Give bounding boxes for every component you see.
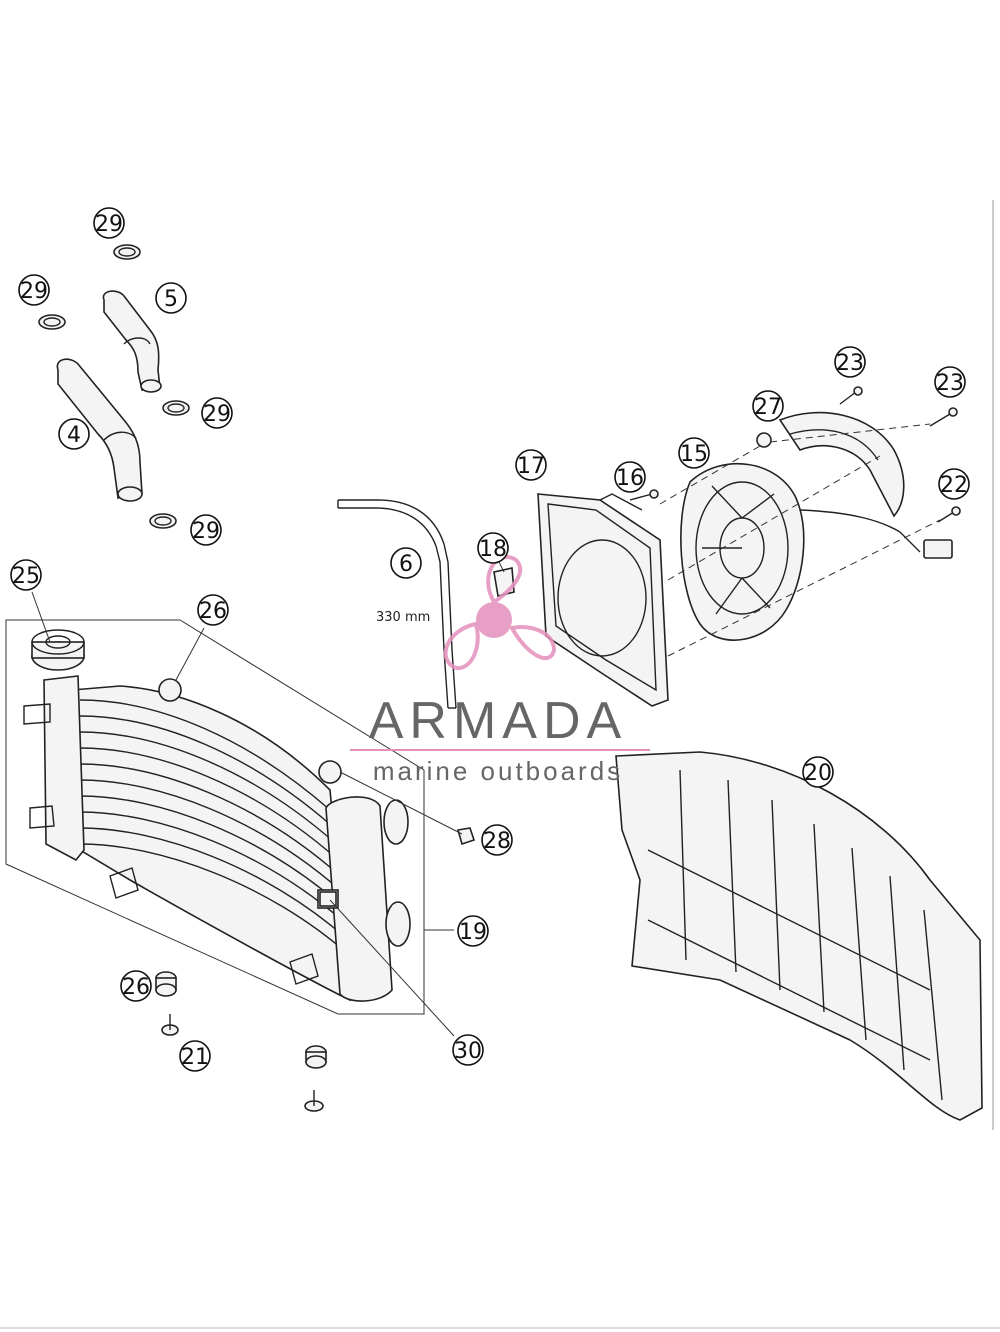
hose-clamp-3 bbox=[162, 400, 190, 416]
callout-21-label: 21 bbox=[181, 1045, 209, 1070]
hose-clamp-4 bbox=[149, 513, 177, 529]
callout-18-label: 18 bbox=[479, 537, 507, 562]
radiator-core bbox=[71, 685, 351, 1002]
callout-22-label: 22 bbox=[940, 473, 968, 498]
assembly-guide-lines bbox=[659, 423, 941, 657]
callout-25-label: 25 bbox=[12, 564, 40, 589]
overflow-hose-part-6 bbox=[337, 499, 457, 709]
bolt-part-21 bbox=[161, 1014, 179, 1036]
armada-logo-icon bbox=[443, 555, 557, 671]
callout-19: 19 bbox=[457, 915, 489, 947]
callout-15: 15 bbox=[678, 437, 710, 469]
fan-wiring-harness bbox=[799, 509, 953, 559]
clip-part-18 bbox=[493, 567, 515, 597]
radiator-left-tank bbox=[23, 675, 85, 862]
fan-cover-part-27 bbox=[756, 411, 905, 518]
callout-28: 28 bbox=[481, 824, 513, 856]
callout-26: 26 bbox=[197, 594, 229, 626]
callout-23: 23 bbox=[834, 346, 866, 378]
callout-29: 29 bbox=[201, 397, 233, 429]
callout-28-label: 28 bbox=[483, 829, 511, 854]
hose-clamp-1 bbox=[113, 244, 141, 260]
screw-part-22 bbox=[937, 506, 961, 523]
watermark-tagline: marine outboards bbox=[373, 756, 623, 786]
callout-20-label: 20 bbox=[804, 761, 832, 786]
callout-16: 16 bbox=[614, 461, 646, 493]
callout-20: 20 bbox=[802, 756, 834, 788]
callout-22: 22 bbox=[938, 468, 970, 500]
callout-29: 29 bbox=[190, 514, 222, 546]
callout-29-label: 29 bbox=[20, 279, 48, 304]
cooling-fan-part-15 bbox=[680, 462, 805, 641]
callout-27: 27 bbox=[752, 390, 784, 422]
callout-5: 5 bbox=[155, 282, 187, 314]
callout-17: 17 bbox=[515, 449, 547, 481]
screw-part-23a bbox=[839, 386, 863, 405]
callout-19-label: 19 bbox=[459, 920, 487, 945]
callout-6: 6 bbox=[390, 547, 422, 579]
callout-15-label: 15 bbox=[680, 442, 708, 467]
fan-shroud-part-17 bbox=[537, 493, 669, 707]
callout-29-label: 29 bbox=[203, 402, 231, 427]
hose-clamp-2 bbox=[38, 314, 66, 330]
screw-part-16 bbox=[629, 489, 659, 501]
callout-23-label: 23 bbox=[836, 351, 864, 376]
callout-17-label: 17 bbox=[517, 454, 545, 479]
callout-27-label: 27 bbox=[754, 395, 782, 420]
callout-21: 21 bbox=[179, 1040, 211, 1072]
callout-5-label: 5 bbox=[164, 287, 178, 312]
radiator-mount-bosses bbox=[109, 678, 342, 985]
callout-23-label: 23 bbox=[936, 371, 964, 396]
callout-26: 26 bbox=[120, 970, 152, 1002]
screw-part-23b bbox=[929, 407, 958, 427]
callout-4: 4 bbox=[58, 418, 90, 450]
callout-29-label: 29 bbox=[192, 519, 220, 544]
hose-upper-part-5 bbox=[102, 290, 162, 393]
radiator-cap-part-25 bbox=[31, 629, 85, 671]
callout-16-label: 16 bbox=[616, 466, 644, 491]
callout-29: 29 bbox=[93, 207, 125, 239]
hose-length-label: 330 mm bbox=[376, 610, 430, 625]
callout-6-label: 6 bbox=[399, 552, 413, 577]
hose-lower-part-4 bbox=[56, 358, 143, 502]
bolt-part-21-right bbox=[304, 1090, 324, 1112]
callout-25: 25 bbox=[10, 559, 42, 591]
callout-29: 29 bbox=[18, 274, 50, 306]
callout-26-label: 26 bbox=[122, 975, 150, 1000]
grommet-part-26-lower bbox=[155, 971, 177, 997]
grommet-part-26-lower-right bbox=[305, 1045, 327, 1069]
callout-leader-lines bbox=[31, 559, 505, 1037]
radiator-guard-part-20 bbox=[615, 751, 983, 1121]
radiator-assembly-frame bbox=[5, 619, 425, 1015]
nut-part-28 bbox=[456, 827, 476, 846]
callout-30-label: 30 bbox=[454, 1039, 482, 1064]
callout-18: 18 bbox=[477, 532, 509, 564]
callout-30: 30 bbox=[452, 1034, 484, 1066]
callout-4-label: 4 bbox=[67, 423, 81, 448]
callout-26-label: 26 bbox=[199, 599, 227, 624]
watermark-brand: ARMADA bbox=[369, 692, 627, 750]
callout-23: 23 bbox=[934, 366, 966, 398]
callout-29-label: 29 bbox=[95, 212, 123, 237]
